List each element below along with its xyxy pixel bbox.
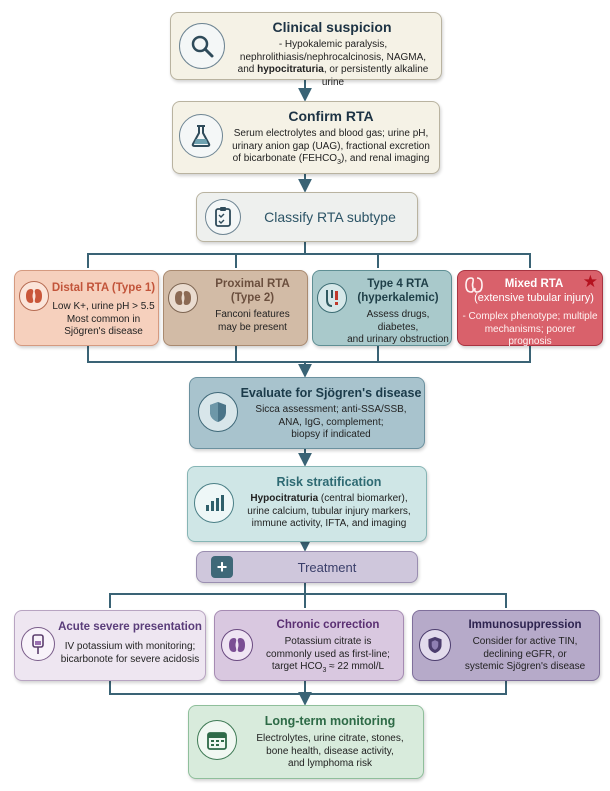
shield-icon [419, 629, 451, 661]
bar-chart-icon [194, 483, 234, 523]
monitoring-title: Long-term monitoring [264, 714, 396, 728]
immuno-line-3: systemic Sjögren's disease [464, 661, 586, 672]
risk-line-1: Hypocitraturia (central biomarker), [250, 493, 408, 504]
merge-subtypes [87, 346, 531, 363]
proximal-text: Fanconi features may be present [200, 309, 305, 334]
risk-title: Risk stratification [276, 475, 382, 489]
mixed-title-1: Mixed RTA [504, 278, 564, 290]
shield-icon [198, 392, 238, 432]
type4-line-2: and urinary obstruction [347, 334, 449, 345]
type4-text: Assess drugs, diabetes, and urinary obst… [347, 309, 449, 347]
distal-line-3: Sjögren's disease [64, 326, 143, 337]
risk-line-3: immune activity, IFTA, and imaging [251, 518, 407, 529]
proximal-title: Proximal RTA (Type 2) [200, 277, 305, 305]
clinical-line-2: nephrolithiasis/nephrocalcinosis, NAGMA, [239, 51, 427, 63]
chronic-correction-box: Chronic correction Potassium citrate is … [214, 610, 404, 681]
type4-title: Type 4 RTA (hyperkalemic) [347, 277, 449, 305]
risk-stratification-box: Risk stratification Hypocitraturia (cent… [187, 466, 427, 542]
sjogren-line-2: ANA, IgG, complement; [278, 416, 384, 428]
proximal-rta-box: Proximal RTA (Type 2) Fanconi features m… [163, 270, 308, 346]
immuno-text: Consider for active TIN, declining eGFR,… [453, 636, 597, 674]
proximal-title-1: Proximal RTA [215, 278, 290, 290]
sjogren-title: Evaluate for Sjögren's disease [240, 386, 422, 400]
confirm-text: Serum electrolytes and blood gas; urine … [225, 128, 437, 170]
monitoring-line-2: bone health, disease activity, [266, 745, 394, 757]
clinical-suspicion-box: Clinical suspicion - Hypokalemic paralys… [170, 12, 442, 88]
proximal-title-2: (Type 2) [230, 292, 275, 304]
chronic-line-3: target HCO3 ≈ 22 mmol/L [271, 661, 385, 674]
mixed-text: - Complex phenotype; multiple mechanisms… [462, 311, 598, 349]
immuno-line-1: Consider for active TIN, [472, 636, 578, 647]
acute-line-2: bicarbonote for severe acidosis [60, 653, 200, 665]
treatment-title: Treatment [297, 560, 357, 575]
clinical-line-3: and hypocitraturia, or persistently alka… [237, 64, 429, 88]
branch-classify-to-subtypes [87, 242, 531, 268]
iv-bag-icon [21, 627, 55, 661]
sjogren-line-1: Sicca assessment; anti-SSA/SSB, [255, 404, 407, 415]
immuno-line-2: declining eGFR, or [483, 648, 567, 660]
branch-treatment [109, 583, 507, 608]
flask-icon [179, 114, 223, 158]
kidney-icon [221, 629, 253, 661]
confirm-line-3: of bicarbonate (FEHCO3), and renal imagi… [232, 153, 430, 166]
immunosuppression-box: Immunosuppression Consider for active TI… [412, 610, 600, 681]
classify-title: Classify RTA subtype [264, 209, 396, 225]
confirm-rta-box: Confirm RTA Serum electrolytes and blood… [172, 101, 440, 174]
distal-text: Low K+, urine pH > 5.5 Most common in Sj… [51, 301, 156, 339]
sjogren-line-3: biopsy if indicated [291, 429, 371, 440]
mixed-line-2: mechanisms; poorer prognosis [484, 323, 576, 348]
proximal-line-2: may be present [218, 321, 287, 333]
clinical-line-1: - Hypokalemic paralysis, [278, 39, 388, 50]
kidney-star-icon [464, 275, 484, 295]
distal-line-1: Low K+, urine pH > 5.5 [52, 301, 155, 312]
mixed-rta-box: ★ Mixed RTA (extensive tubular injury) -… [457, 270, 603, 349]
plus-icon: + [211, 556, 233, 578]
catheter-icon [317, 283, 347, 313]
monitoring-line-3: and lymphoma risk [288, 758, 372, 769]
kidney-icon [19, 281, 49, 311]
kidney-icon [168, 283, 198, 313]
clinical-title: Clinical suspicion [272, 19, 392, 35]
magnifier-icon [179, 23, 225, 69]
chronic-text: Potassium citrate is commonly used as fi… [255, 636, 401, 678]
confirm-line-2: urinary anion gap (UAG), fractional excr… [232, 140, 430, 152]
type4-rta-box: Type 4 RTA (hyperkalemic) Assess drugs, … [312, 270, 452, 346]
star-icon: ★ [582, 272, 598, 291]
confirm-line-1: Serum electrolytes and blood gas; urine … [233, 128, 429, 139]
chronic-line-1: Potassium citrate is [284, 636, 372, 647]
chronic-title: Chronic correction [276, 619, 380, 631]
long-term-monitoring-box: Long-term monitoring Electrolytes, urine… [188, 705, 424, 779]
type4-title-1: Type 4 RTA [367, 278, 429, 290]
monitoring-line-1: Electrolytes, urine citrate, stones, [256, 733, 404, 744]
sjogren-evaluation-box: Evaluate for Sjögren's disease Sicca ass… [189, 377, 425, 449]
distal-rta-box: Distal RTA (Type 1) Low K+, urine pH > 5… [14, 270, 159, 346]
type4-line-1: Assess drugs, diabetes, [366, 309, 430, 333]
clinical-text: - Hypokalemic paralysis, nephrolithiasis… [229, 39, 437, 89]
chronic-line-2: commonly used as first-line; [266, 648, 390, 660]
merge-treatment [109, 681, 507, 695]
mixed-title-2: (extensive tubular injury) [474, 292, 594, 304]
clipboard-icon [205, 199, 241, 235]
distal-line-2: Most common in [66, 313, 141, 325]
mixed-line-1: - Complex phenotype; multiple [462, 311, 598, 322]
mixed-title: Mixed RTA (extensive tubular injury) [472, 277, 596, 305]
classify-box: Classify RTA subtype [196, 192, 418, 242]
acute-title: Acute severe presentation [58, 621, 202, 633]
acute-line-1: IV potassium with monitoring; [64, 641, 196, 652]
sjogren-text: Sicca assessment; anti-SSA/SSB, ANA, IgG… [240, 404, 422, 442]
risk-text: Hypocitraturia (central biomarker), urin… [234, 493, 424, 531]
proximal-line-1: Fanconi features [215, 309, 290, 320]
type4-title-2: (hyperkalemic) [357, 292, 439, 304]
acute-text: IV potassium with monitoring; bicarbonot… [57, 641, 203, 666]
treatment-box: + Treatment [196, 551, 418, 583]
confirm-title: Confirm RTA [288, 108, 374, 124]
calendar-icon [197, 720, 237, 760]
monitoring-text: Electrolytes, urine citrate, stones, bon… [239, 733, 421, 771]
distal-title: Distal RTA (Type 1) [51, 282, 156, 294]
immuno-title: Immunosuppression [468, 619, 582, 631]
risk-line-2: urine calcium, tubular injury markers, [247, 505, 411, 517]
acute-presentation-box: Acute severe presentation IV potassium w… [14, 610, 206, 681]
